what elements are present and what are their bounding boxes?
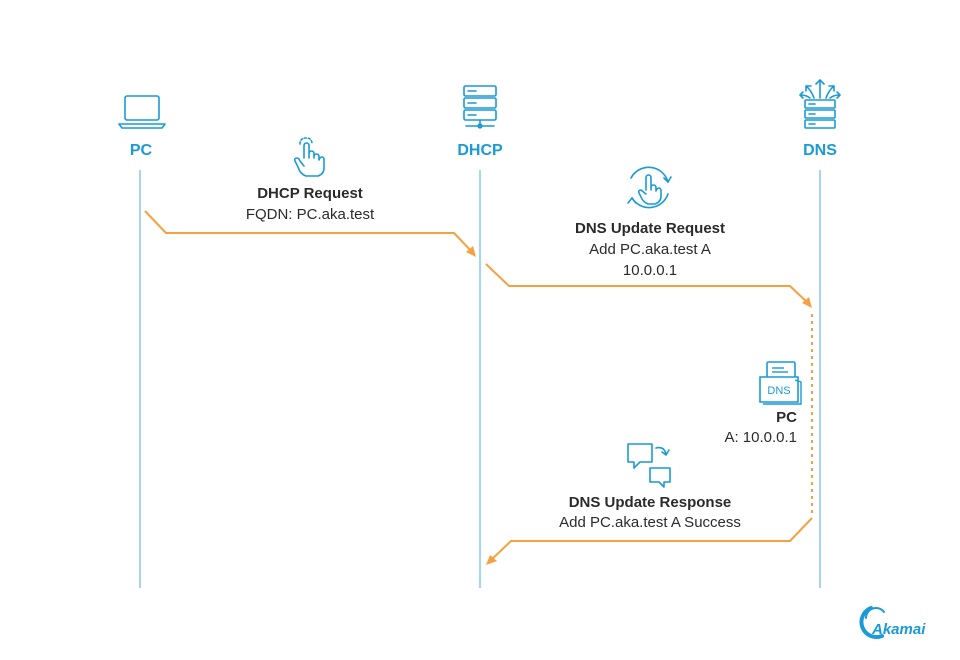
dns-record-name: PC: [776, 409, 797, 426]
dns-update-request-line1: Add PC.aka.test A: [589, 241, 711, 258]
akamai-logo: Akamai: [859, 606, 926, 640]
dns-update-response-title: DNS Update Response: [569, 494, 732, 511]
pointer-hand-icon: [293, 137, 325, 177]
dns-server-icon: [799, 79, 841, 129]
participant-dns-label: DNS: [803, 142, 837, 159]
dns-record-value: A: 10.0.0.1: [724, 429, 797, 446]
dns-update-response-arrow: [488, 517, 813, 563]
dns-record-badge: DNS: [767, 385, 790, 397]
dns-update-response-detail: Add PC.aka.test A Success: [559, 514, 741, 531]
participant-pc-label: PC: [130, 142, 153, 159]
dns-update-request-line2: 10.0.0.1: [623, 262, 677, 279]
dhcp-request-arrowhead: [466, 246, 476, 257]
dns-update-response-arrowhead: [486, 555, 497, 565]
dns-update-request-arrowhead: [802, 297, 812, 308]
refresh-hand-icon: [627, 166, 672, 209]
dns-record-icon: DNS: [759, 361, 802, 405]
laptop-icon: [118, 95, 166, 129]
dhcp-request-arrow: [144, 210, 475, 255]
server-icon: [463, 85, 497, 129]
dns-update-request-arrow: [485, 263, 811, 306]
participant-dhcp-label: DHCP: [457, 142, 503, 159]
dns-update-request-title: DNS Update Request: [575, 220, 725, 237]
dhcp-request-detail: FQDN: PC.aka.test: [246, 206, 375, 223]
chat-bubbles-icon: [627, 443, 671, 488]
dhcp-request-title: DHCP Request: [257, 185, 363, 202]
akamai-logo-text: Akamai: [871, 621, 926, 638]
